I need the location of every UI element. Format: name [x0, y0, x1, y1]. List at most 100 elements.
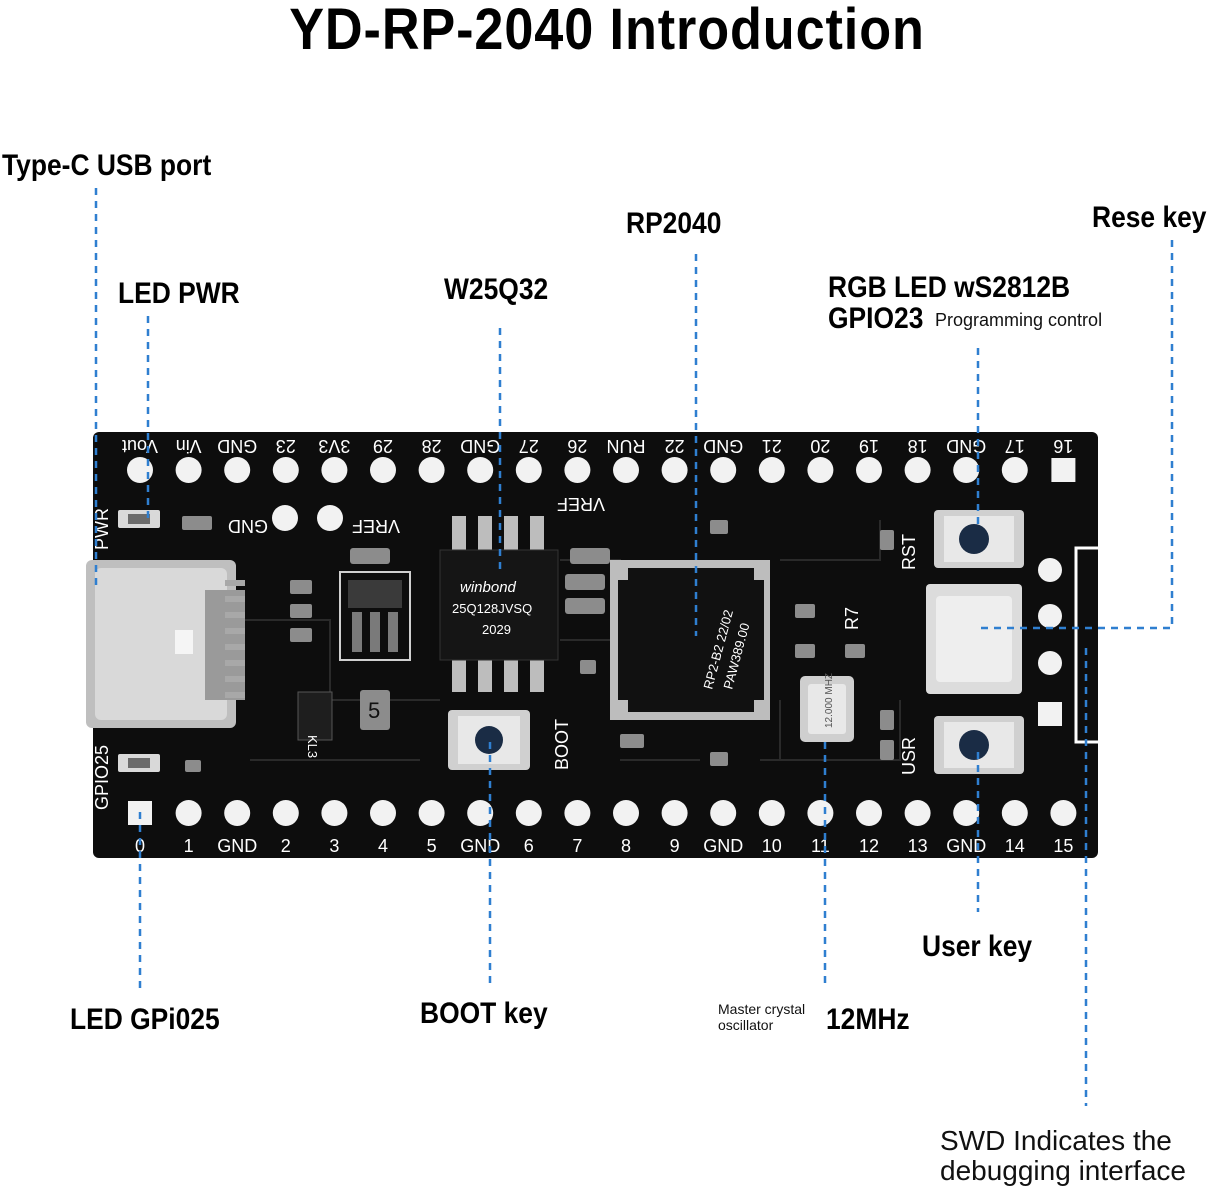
rgb-gpio-bold: GPIO23 — [828, 302, 924, 335]
bottom-pins-label: 2 — [281, 836, 291, 856]
user-key-component — [934, 716, 1024, 774]
top-pins-label: 27 — [519, 436, 539, 456]
silk-kl3: KL3 — [305, 735, 320, 758]
bottom-pins-label: GND — [946, 836, 986, 856]
silk-r7: R7 — [842, 607, 862, 630]
top-pins-label: 16 — [1053, 436, 1073, 456]
flash-date: 2029 — [482, 622, 511, 637]
silk-gpio25: GPIO25 — [92, 745, 112, 810]
bottom-pins-pad — [856, 800, 882, 826]
flash-part: 25Q128JVSQ — [452, 601, 532, 616]
bottom-pins-pad — [1050, 800, 1077, 826]
transistor-kl3 — [297, 691, 333, 741]
top-pins-pad — [418, 457, 445, 483]
top-pins-label: 26 — [567, 436, 587, 456]
vref-test-pad — [317, 505, 343, 531]
top-pins-label: 22 — [665, 436, 685, 456]
top-pins-pad — [613, 457, 639, 483]
top-pins-pad — [564, 457, 591, 483]
bottom-pins-label: GND — [703, 836, 743, 856]
top-pins-pad — [224, 457, 251, 483]
top-pins-label: 19 — [859, 436, 879, 456]
rgb-led-label: RGB LED wS2812B — [828, 271, 1071, 304]
top-pins-label: 18 — [908, 436, 928, 456]
crystal-marking: 12.000 MHZ — [824, 673, 835, 728]
bottom-pins-pad — [807, 800, 834, 826]
crystal-frequency-label: 12MHz — [826, 1003, 910, 1036]
bottom-pins-label: 4 — [378, 836, 388, 856]
bottom-pins-pad — [467, 800, 494, 826]
flash-brand: winbond — [460, 579, 517, 596]
bottom-pins-label: 9 — [670, 836, 680, 856]
passive-components — [182, 516, 894, 772]
bottom-pins-pad — [564, 800, 591, 826]
bottom-pins-label: 7 — [572, 836, 582, 856]
rgb-programming-label: Programming control — [935, 310, 1103, 330]
bottom-pins-pad — [758, 800, 785, 826]
bottom-pins-label: 13 — [908, 836, 928, 856]
swd-pads — [1038, 558, 1062, 726]
top-pins-label: GND — [703, 436, 743, 456]
top-pins-label: Vin — [176, 436, 202, 456]
top-pins-pad — [758, 457, 785, 483]
bottom-pins-label: 6 — [524, 836, 534, 856]
top-pins-pad — [661, 457, 688, 483]
top-pins-label: 20 — [810, 436, 830, 456]
top-pins-pad — [321, 457, 348, 483]
top-pins-label: 17 — [1005, 436, 1025, 456]
bottom-pins-label: 14 — [1005, 836, 1025, 856]
voltage-regulator — [339, 571, 411, 661]
top-pins-label: 29 — [373, 436, 393, 456]
top-pins-pad — [1001, 457, 1028, 483]
top-pins-label: 3V3 — [318, 436, 350, 456]
bottom-pins-pad — [370, 800, 396, 826]
led-gpio25-label: LED GPi025 — [70, 1003, 220, 1036]
bottom-pins-pad — [710, 800, 737, 826]
top-pins-label: Vout — [122, 436, 158, 456]
top-pins-pad — [904, 457, 931, 483]
bottom-pins-pad — [272, 800, 299, 826]
w25q32-label: W25Q32 — [444, 273, 549, 306]
crystal-oscillator — [800, 676, 854, 742]
bottom-pins-label: 12 — [859, 836, 879, 856]
led-pwr-label: LED PWR — [118, 277, 240, 310]
pcb — [93, 432, 1098, 858]
bottom-pins-label: 0 — [135, 836, 145, 856]
leader-lines — [94, 188, 1174, 1106]
bottom-pins-pad — [418, 800, 445, 826]
bottom-pins-pad — [904, 800, 931, 826]
bottom-pins-label: GND — [217, 836, 257, 856]
top-pins-pad — [807, 457, 834, 483]
silk-vref2: VREF — [557, 494, 605, 514]
boot-key-label: BOOT key — [420, 997, 548, 1030]
usb-c-connector — [86, 560, 245, 728]
top-pins-pad — [953, 457, 980, 483]
top-pins-pad — [515, 457, 542, 483]
rp2040-label: RP2040 — [626, 207, 722, 240]
top-pins-pad — [856, 457, 882, 483]
top-pins-pad — [272, 457, 299, 483]
reset-key-label: Rese key — [1092, 201, 1207, 234]
top-pins-pad — [127, 457, 153, 483]
gnd-test-pad — [272, 505, 298, 531]
rgb-led-component — [926, 584, 1022, 694]
rgb-gpio-label: GPIO23 — [828, 303, 923, 335]
usb-port-label: Type-C USB port — [2, 149, 212, 182]
crystal-description: Master crystal oscillator — [718, 1001, 806, 1033]
top-pins-pad — [1051, 458, 1076, 482]
bottom-pins-label: 8 — [621, 836, 631, 856]
silk-boot: BOOT — [552, 719, 572, 770]
bottom-pins-label: 5 — [427, 836, 437, 856]
top-pins-pad — [175, 457, 202, 483]
flash-chip — [439, 516, 559, 692]
top-pins-label: GND — [217, 436, 257, 456]
bottom-pins-pad — [1001, 800, 1028, 826]
bottom-pins-label: 11 — [811, 836, 830, 856]
top-pins-label: GND — [946, 436, 986, 456]
silk-c5: 5 — [368, 698, 380, 723]
bottom-pins-pad — [661, 800, 688, 826]
silk-gnd: GND — [228, 516, 268, 536]
top-pins-label: 23 — [276, 436, 296, 456]
